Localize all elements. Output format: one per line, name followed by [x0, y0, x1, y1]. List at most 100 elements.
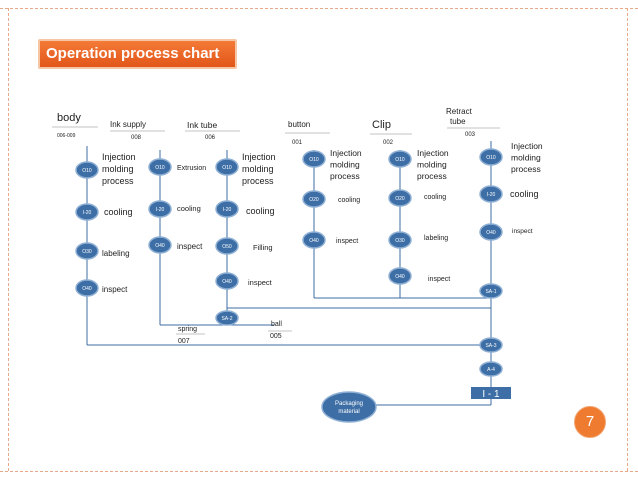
column-code-body: 006-009: [57, 133, 76, 139]
process-node-body-2: [75, 203, 99, 221]
input-spring-code: 007: [178, 338, 190, 345]
process-node-id: O30: [82, 249, 92, 255]
process-node-id: O20: [395, 196, 405, 202]
process-node-label: inspect: [512, 228, 533, 235]
process-node-id: O10: [155, 165, 165, 171]
packaging-label-line1: Packaging: [335, 401, 363, 407]
process-node-clip-1: [388, 150, 412, 168]
column-title-clip: Clip: [372, 119, 391, 131]
input-ball-name: ball: [271, 321, 282, 328]
input-ball-code: 005: [270, 333, 282, 340]
process-node-button-3: [302, 231, 326, 249]
process-node-retract-tube-1: [479, 148, 503, 166]
connector-lines: [86, 141, 492, 406]
right-dashed-border: [627, 8, 628, 471]
process-node-id: O20: [309, 197, 319, 203]
assembly-node-id: SA-3: [485, 343, 496, 349]
bottom-dashed-border: [0, 471, 638, 472]
process-node-clip-4: [388, 267, 412, 285]
process-node-label: Filling: [253, 243, 273, 252]
process-node-id: O40: [155, 243, 165, 249]
process-node-label: inspect: [336, 238, 358, 245]
process-node-id: I-20: [83, 210, 92, 216]
process-node-clip-2: [388, 189, 412, 207]
process-node-label: cooling: [246, 206, 275, 216]
column-code-clip: 002: [383, 140, 394, 146]
process-node-id: O40: [309, 238, 319, 244]
process-node-label: molding: [242, 164, 274, 174]
process-node-label: labeling: [102, 249, 130, 258]
process-node-label: cooling: [177, 204, 201, 213]
process-node-id: O30: [395, 238, 405, 244]
process-node-label: inspect: [102, 285, 128, 294]
column-code-ink-supply: 008: [131, 135, 142, 141]
process-node-id: O40: [222, 279, 232, 285]
process-node-id: O10: [486, 155, 496, 161]
process-node-label: molding: [102, 164, 134, 174]
assembly-node-id: SA-2: [221, 316, 232, 322]
process-node-label: Injection: [511, 141, 543, 151]
process-node-id: I-20: [156, 207, 165, 213]
column-title-ink-tube: Ink tube: [187, 120, 218, 130]
process-node-label: Injection: [330, 148, 362, 158]
assembly-node-sa-2: [215, 310, 239, 326]
process-node-label: labeling: [424, 235, 448, 242]
process-node-body-1: [75, 161, 99, 179]
process-node-body-3: [75, 242, 99, 260]
process-node-label: inspect: [177, 242, 203, 251]
packaging-label-line2: material: [338, 409, 359, 415]
process-node-label: process: [511, 164, 541, 174]
column-code-button: 001: [292, 140, 303, 146]
process-node-id: O10: [395, 157, 405, 163]
process-node-ink-tube-2: [215, 200, 239, 218]
assembly-node-sa-3: [479, 337, 503, 353]
process-node-label: cooling: [510, 189, 539, 199]
process-node-retract-tube-3: [479, 223, 503, 241]
process-node-id: O40: [395, 274, 405, 280]
process-node-ink-supply-2: [148, 200, 172, 218]
column-title-retract-tube-line2: tube: [450, 117, 466, 126]
process-node-label: process: [242, 176, 274, 186]
column-code-ink-tube: 006: [205, 135, 216, 141]
column-title-body: body: [57, 112, 81, 124]
process-node-label: process: [330, 171, 360, 181]
process-node-id: I-20: [223, 207, 232, 213]
process-node-label: Injection: [242, 152, 276, 162]
assembly-node-a-4: [479, 361, 503, 377]
column-code-retract-tube: 003: [465, 132, 476, 138]
process-node-label: cooling: [104, 207, 133, 217]
process-node-ink-tube-1: [215, 158, 239, 176]
process-node-id: O40: [486, 230, 496, 236]
process-node-label: Injection: [102, 152, 136, 162]
process-node-label: cooling: [338, 197, 360, 204]
assembly-nodes: SA-2SA-1SA-3A-4: [215, 283, 503, 377]
process-node-id: O10: [309, 157, 319, 163]
process-node-id: O10: [222, 165, 232, 171]
column-title-retract-tube-line1: Retract: [446, 107, 473, 116]
process-node-label: molding: [511, 153, 541, 163]
process-node-clip-3: [388, 231, 412, 249]
process-node-label: cooling: [424, 194, 446, 201]
process-node-retract-tube-2: [479, 185, 503, 203]
final-label-box: [471, 387, 511, 399]
process-node-id: O50: [222, 244, 232, 250]
assembly-node-id: SA-1: [485, 289, 496, 295]
process-node-label: molding: [417, 160, 447, 170]
assembly-node-sa-1: [479, 283, 503, 299]
process-node-label: Injection: [417, 148, 449, 158]
inputs: spring 007 ball 005: [176, 321, 292, 345]
process-node-ink-tube-4: [215, 272, 239, 290]
process-node-label: process: [417, 171, 447, 181]
input-spring-name: spring: [178, 326, 197, 333]
process-node-label: molding: [330, 160, 360, 170]
column-title-button: button: [288, 120, 310, 129]
process-node-id: O10: [82, 168, 92, 174]
process-node-label: inspect: [248, 278, 273, 287]
top-dashed-border: [0, 8, 638, 9]
process-node-body-4: [75, 279, 99, 297]
process-node-id: I-20: [487, 192, 496, 198]
process-node-button-1: [302, 150, 326, 168]
process-node-id: O40: [82, 286, 92, 292]
process-node-label: inspect: [428, 276, 450, 283]
